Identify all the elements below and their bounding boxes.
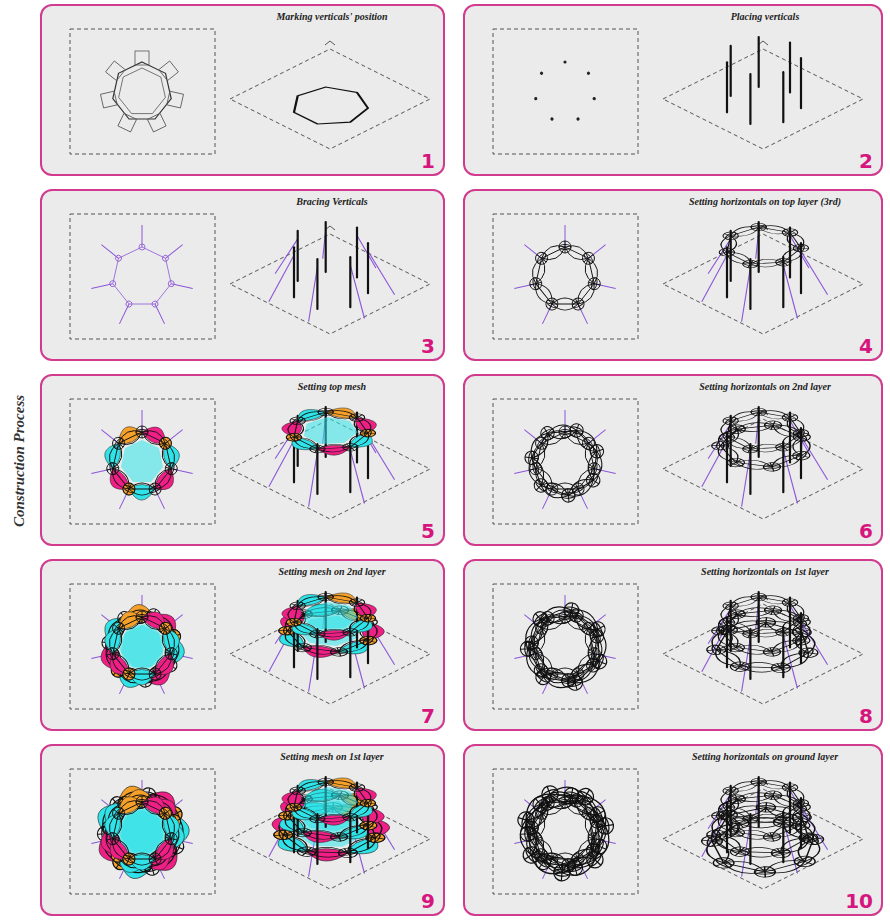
panel-drawing — [464, 5, 883, 176]
panel-drawing — [41, 560, 445, 731]
step-number: 8 — [859, 705, 873, 727]
step-panel: Placing verticals 2 — [463, 4, 883, 176]
step-panel: Setting horizontals on 2nd layer 6 — [463, 374, 883, 546]
panel-drawing — [464, 375, 883, 546]
step-panel: Setting horizontals on 1st layer 8 — [463, 559, 883, 731]
step-number: 2 — [859, 150, 873, 172]
step-title: Setting horizontals on ground layer — [650, 751, 880, 763]
step-number: 1 — [421, 150, 435, 172]
step-panel: Setting mesh on 2nd layer 7 — [40, 559, 445, 731]
step-title: Setting mesh on 1st layer — [217, 751, 447, 763]
panel-drawing — [41, 190, 445, 361]
panel-drawing — [41, 5, 445, 176]
step-number: 3 — [421, 335, 435, 357]
step-title: Placing verticals — [650, 11, 880, 23]
panel-drawing — [464, 190, 883, 361]
panel-drawing — [464, 745, 890, 917]
step-title: Setting mesh on 2nd layer — [217, 566, 447, 578]
step-panel: Setting horizontals on ground layer 10 — [463, 744, 883, 916]
step-number: 6 — [859, 520, 873, 542]
step-title: Setting horizontals on top layer (3rd) — [650, 196, 880, 208]
step-number: 10 — [845, 890, 873, 912]
step-number: 9 — [421, 890, 435, 912]
panel-drawing — [41, 375, 445, 546]
panel-drawing — [41, 745, 445, 916]
step-panel: Setting top mesh 5 — [40, 374, 445, 546]
step-number: 4 — [859, 335, 873, 357]
panel-drawing — [464, 560, 883, 731]
step-panel: Setting horizontals on top layer (3rd) 4 — [463, 189, 883, 361]
step-panel: Marking verticals' position 1 — [40, 4, 445, 176]
side-title: Construction Process — [11, 395, 28, 527]
step-panel: Bracing Verticals 3 — [40, 189, 445, 361]
step-number: 5 — [421, 520, 435, 542]
step-title: Setting horizontals on 1st layer — [650, 566, 880, 578]
step-panel: Setting mesh on 1st layer 9 — [40, 744, 445, 916]
step-title: Bracing Verticals — [217, 196, 447, 208]
step-title: Setting horizontals on 2nd layer — [650, 381, 880, 393]
step-title: Marking verticals' position — [217, 11, 447, 23]
step-title: Setting top mesh — [217, 381, 447, 393]
step-number: 7 — [421, 705, 435, 727]
